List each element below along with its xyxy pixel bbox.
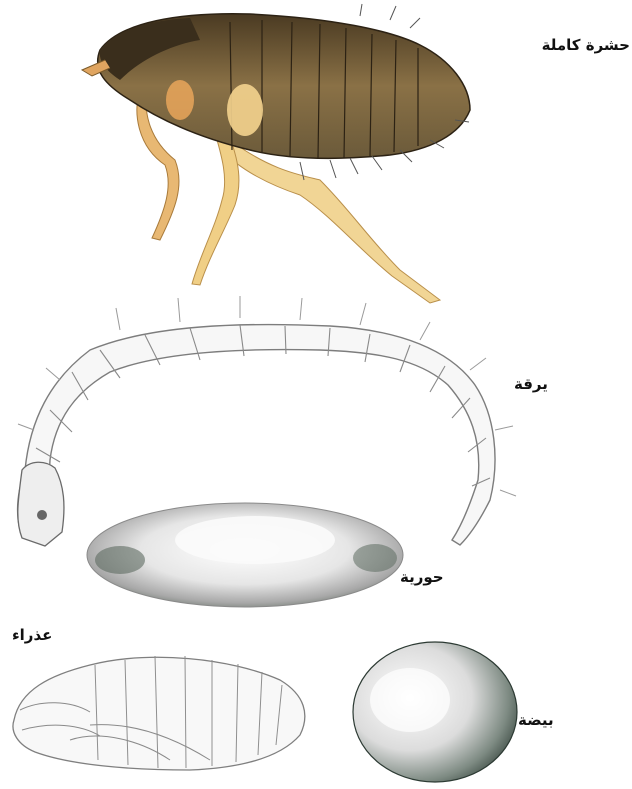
nymph-illustration [87,503,403,607]
pupa-label: عذراء [12,626,52,644]
nymph-label: حورية [400,568,444,586]
larva-label: يرقة [514,375,548,393]
adult-flea-label: حشرة كاملة [542,36,630,54]
pupa-illustration [13,656,305,770]
adult-flea-illustration [82,4,470,303]
egg-label: بيضة [518,711,554,729]
egg-illustration [353,642,517,782]
